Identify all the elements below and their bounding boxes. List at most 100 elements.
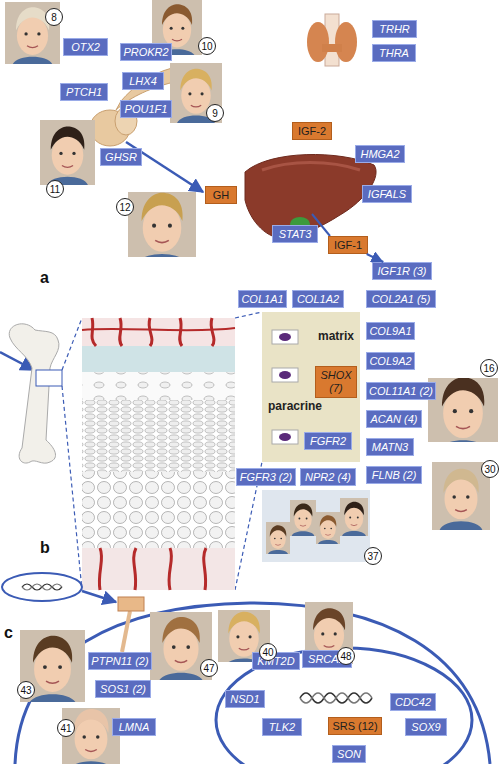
gene-box: OTX2 xyxy=(63,38,108,56)
gene-box: TRHR xyxy=(372,20,417,38)
zone-label: matrix xyxy=(318,330,354,344)
chondrocyte-cell xyxy=(279,433,291,441)
patient-photo xyxy=(40,120,96,185)
receptor xyxy=(118,597,144,652)
gene-name: PROKR2 xyxy=(123,46,168,59)
gene-box: COL9A2 xyxy=(366,352,415,370)
gene-box: IGFALS xyxy=(362,185,412,203)
gene-name: LMNA xyxy=(119,721,150,734)
nucleus xyxy=(300,693,372,703)
callout-number: 37 xyxy=(364,547,382,565)
gene-name: SOS1 (2) xyxy=(100,683,146,696)
gene-box: COL1A2 xyxy=(292,290,344,308)
nucleus xyxy=(216,648,472,764)
gene-box: COL9A1 xyxy=(366,322,415,340)
gene-name: TLK2 xyxy=(269,721,295,734)
callout-number: 30 xyxy=(481,460,499,478)
gene-name: CDC42 xyxy=(395,696,431,709)
callout-number: 16 xyxy=(480,359,498,377)
zoom-lines xyxy=(62,318,82,370)
gene-box: THRA xyxy=(372,44,416,62)
callout-number: 47 xyxy=(200,659,218,677)
bone-arrow xyxy=(0,352,34,370)
growth-plate xyxy=(99,548,101,590)
gene-name: MATN3 xyxy=(372,441,408,454)
gene-box: ACAN (4) xyxy=(366,410,422,428)
gene-box: HMGA2 xyxy=(355,145,405,163)
gene-box: FGFR3 (2) xyxy=(236,468,296,486)
growth-plate xyxy=(149,318,152,346)
bone-arrow xyxy=(0,352,34,370)
nucleus xyxy=(300,693,372,703)
femur-bone xyxy=(9,324,59,463)
callout-number: 11 xyxy=(46,180,64,198)
gene-name: COL9A1 xyxy=(369,325,411,338)
panel-letter: c xyxy=(4,624,13,642)
patient-photo xyxy=(288,500,319,536)
panel-letter: b xyxy=(40,539,50,557)
panel-letter: a xyxy=(40,269,49,287)
chondrocyte-cell xyxy=(279,371,291,379)
nucleus xyxy=(216,648,472,764)
gene-box: FGFR2 xyxy=(304,432,352,450)
gene-box: COL2A1 (5) xyxy=(366,290,436,308)
patient-photo xyxy=(428,369,498,451)
patient-photo xyxy=(5,0,498,764)
chondrocyte-cell xyxy=(279,333,291,341)
signal-arrow xyxy=(367,254,384,262)
gene-name: POU1F1 xyxy=(125,103,168,116)
gene-box: GHSR xyxy=(100,148,142,166)
gene-box: NPR2 (4) xyxy=(300,468,356,486)
gene-box: PTCH1 xyxy=(60,83,108,101)
gene-box: FLNB (2) xyxy=(366,466,422,484)
gene-box: TLK2 xyxy=(262,718,302,736)
signal-cell xyxy=(2,573,116,602)
gene-box: MATN3 xyxy=(366,438,414,456)
signal-cell xyxy=(82,591,116,602)
zone-label: paracrine xyxy=(268,400,322,414)
gene-name: SHOX (7) xyxy=(316,369,356,394)
signal-cell xyxy=(22,584,62,590)
gene-box: STAT3 xyxy=(272,225,318,243)
gene-name: SRS (12) xyxy=(332,720,377,733)
chondrocyte-cell xyxy=(272,330,298,344)
cell-membrane xyxy=(15,603,490,764)
thyroid-gland xyxy=(307,22,329,62)
gene-name: ACAN (4) xyxy=(370,413,417,426)
growth-plate xyxy=(82,372,235,400)
gene-box: SOS1 (2) xyxy=(95,680,151,698)
gene-box: IGF1R (3) xyxy=(372,262,432,280)
thyroid-gland xyxy=(322,44,342,52)
factor-box: IGF-2 xyxy=(292,122,332,140)
gene-name: SOX9 xyxy=(411,721,440,734)
growth-plate xyxy=(82,318,235,346)
growth-plate xyxy=(82,328,235,330)
gene-name: SON xyxy=(337,748,361,761)
patient-photo xyxy=(128,185,196,264)
patient-photo xyxy=(314,512,341,544)
gene-name: LHX4 xyxy=(129,75,157,88)
growth-plate xyxy=(82,400,235,472)
factor-box: SHOX (7) xyxy=(315,366,357,398)
gene-name: IGF1R (3) xyxy=(378,265,427,278)
femur-bone xyxy=(9,324,62,463)
growth-plate xyxy=(204,548,206,590)
gene-box: PROKR2 xyxy=(120,43,172,61)
chondrocyte-cell xyxy=(272,430,298,444)
gene-name: TRHR xyxy=(379,23,410,36)
growth-plate xyxy=(180,318,182,346)
patient-photo xyxy=(338,498,371,536)
callout-number: 40 xyxy=(259,643,277,661)
gene-name: FGFR2 xyxy=(310,435,346,448)
gene-box: LMNA xyxy=(112,718,156,736)
thyroid-gland xyxy=(335,22,357,62)
signal-cell xyxy=(22,584,62,590)
growth-plate xyxy=(134,548,136,590)
patient-photo xyxy=(264,522,291,554)
gene-name: PTPN11 (2) xyxy=(91,655,148,668)
gene-box: PTPN11 (2) xyxy=(88,652,152,670)
gene-name: IGFALS xyxy=(368,188,406,201)
gene-name: GH xyxy=(213,189,230,202)
gene-box: POU1F1 xyxy=(120,100,172,118)
